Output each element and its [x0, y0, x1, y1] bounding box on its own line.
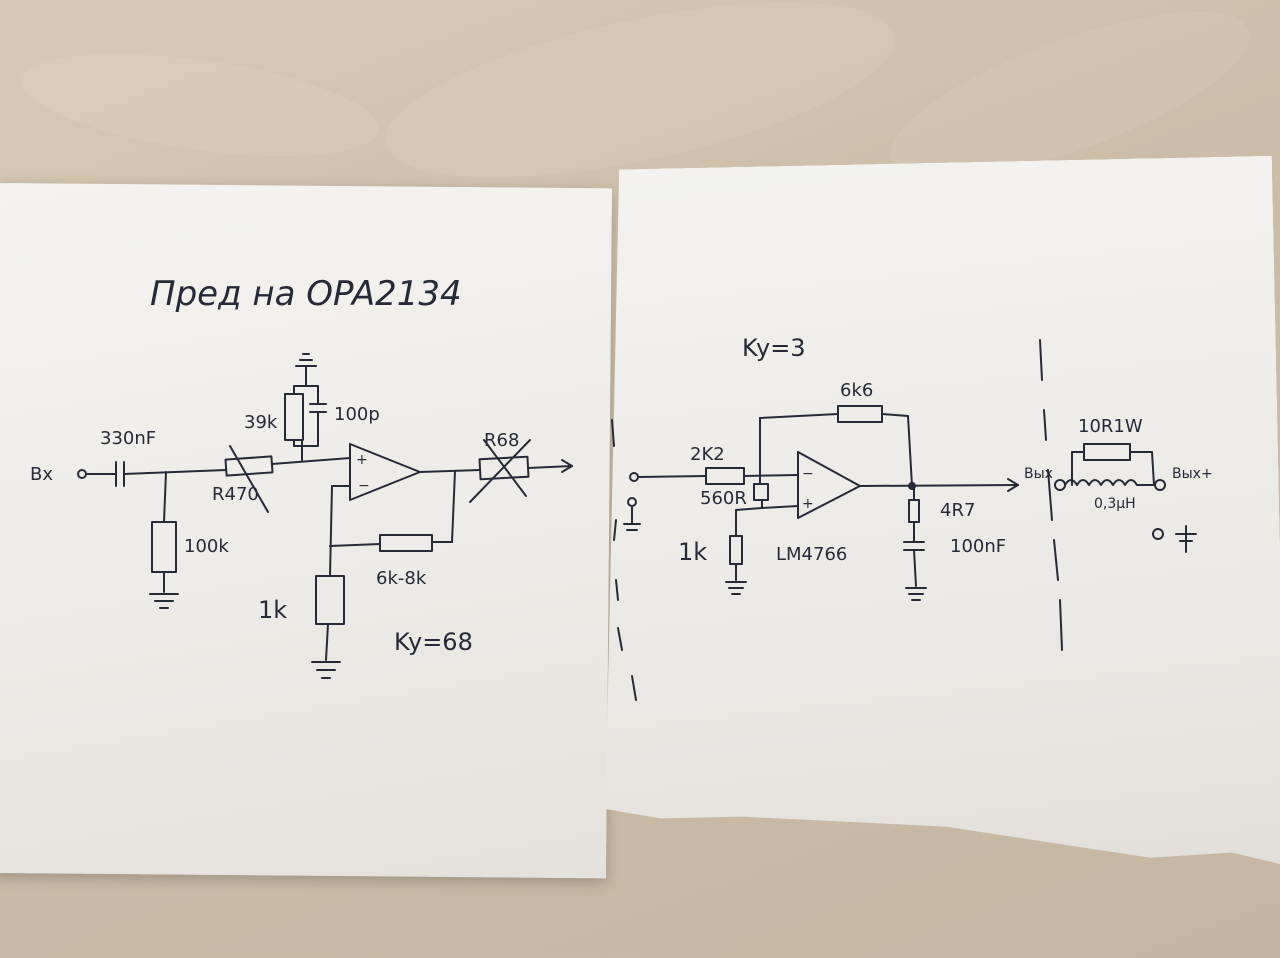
- output-plus-label: Вых+: [1172, 466, 1213, 482]
- resistor-6k6-label: 6k6: [840, 380, 873, 401]
- board-boundary-line: [1039, 339, 1063, 651]
- resistor-10r1w-label: 10R1W: [1078, 416, 1143, 437]
- opamp-plus: +: [356, 452, 368, 468]
- resistor-100k: [151, 521, 177, 573]
- cap-in-label: 330nF: [100, 428, 156, 449]
- wire: [735, 507, 763, 511]
- preamp-gain: Ky=68: [394, 628, 473, 656]
- cap-100p-label: 100p: [334, 404, 380, 425]
- wire: [419, 469, 481, 473]
- wire: [743, 474, 799, 477]
- amp-gain: Ky=3: [742, 334, 806, 362]
- resistor-6k-8k-label: 6k-8k: [376, 568, 427, 589]
- resistor-560r-label: 560R: [700, 488, 747, 509]
- chip-label: LM4766: [776, 544, 847, 565]
- amp-input-ground-terminal: [627, 497, 637, 507]
- resistor-r68: [478, 455, 530, 481]
- strike-through: [229, 445, 269, 513]
- strike-through: [469, 439, 531, 503]
- wire: [913, 549, 917, 587]
- opamp-opa2134: [349, 443, 421, 501]
- output-ground-terminal: [1152, 528, 1164, 540]
- output-plus-terminal: [1154, 479, 1166, 491]
- wire: [271, 457, 351, 465]
- resistor-4r7: [908, 499, 920, 523]
- resistor-2k2: [705, 467, 745, 485]
- resistor-39k-label: 39k: [244, 412, 278, 433]
- wire: [881, 413, 909, 417]
- wire: [759, 413, 839, 419]
- wire: [123, 469, 227, 475]
- wire: [451, 470, 456, 543]
- amp-plus: +: [802, 496, 814, 512]
- wire: [761, 505, 799, 509]
- wire: [1151, 451, 1155, 486]
- wire: [637, 475, 707, 478]
- resistor-1k-amp-label: 1k: [678, 538, 707, 566]
- output-terminal: [1054, 479, 1066, 491]
- wire: [907, 415, 913, 487]
- resistor-r470-label: R470: [212, 484, 259, 505]
- resistor-4r7-label: 4R7: [940, 500, 975, 521]
- amp-input-terminal: [629, 472, 639, 482]
- resistor-1k-label: 1k: [258, 596, 287, 624]
- power-amp-lm4766: [797, 451, 861, 519]
- strike-through: [483, 439, 527, 497]
- resistor-10r1w: [1083, 443, 1131, 461]
- resistor-1k: [315, 575, 345, 625]
- inductor-label: 0,3μH: [1094, 496, 1136, 512]
- wire: [527, 465, 573, 469]
- input-terminal: [77, 469, 87, 479]
- output-label: Вых: [1024, 466, 1053, 482]
- resistor-6k-8k: [379, 534, 433, 552]
- wire: [325, 623, 329, 661]
- amp-minus: −: [802, 466, 814, 482]
- wire: [163, 471, 167, 523]
- resistor-r68-label: R68: [484, 430, 519, 451]
- resistor-100k-label: 100k: [184, 536, 229, 557]
- wire: [293, 411, 319, 447]
- opamp-minus: −: [358, 478, 370, 494]
- inductor-coil: [1064, 479, 1156, 486]
- resistor-39k: [284, 393, 304, 441]
- wire: [859, 484, 1019, 487]
- wire: [329, 485, 333, 577]
- resistor-6k6: [837, 405, 883, 423]
- arrow-head: [1007, 478, 1019, 492]
- resistor-1k-amp: [729, 535, 743, 565]
- resistor-560r: [753, 483, 769, 501]
- resistor-r470: [224, 455, 274, 477]
- margin-strokes: [611, 419, 637, 701]
- preamp-title: Пред на OPA2134: [150, 274, 462, 314]
- resistor-2k2-label: 2K2: [690, 444, 725, 465]
- wire: [329, 543, 381, 547]
- cap-100nf-label: 100nF: [950, 536, 1006, 557]
- input-label: Вх: [30, 464, 53, 485]
- arrow-head: [561, 459, 573, 473]
